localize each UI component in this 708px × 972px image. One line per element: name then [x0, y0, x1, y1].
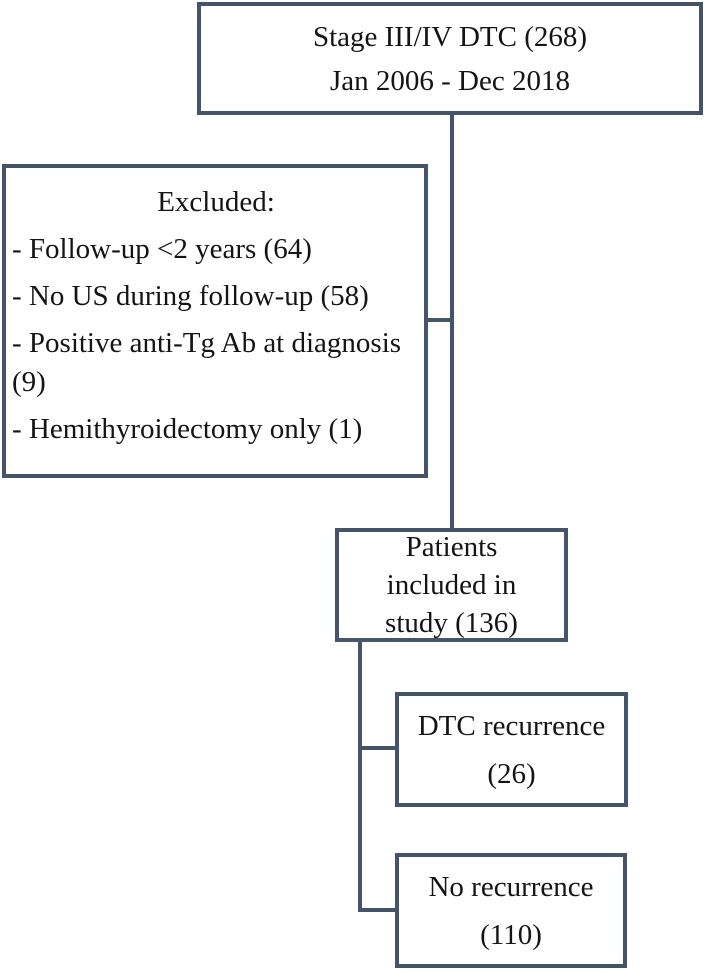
- recurrence-box: DTC recurrence (26): [395, 692, 628, 807]
- no-recurrence-box: No recurrence (110): [395, 853, 627, 968]
- excluded-box-heading: Excluded:: [157, 186, 275, 218]
- excluded-item: - Follow-up <2 years (64): [12, 233, 312, 265]
- connector-included-to-branches: [358, 640, 362, 912]
- included-box: Patients included in study (136): [335, 528, 568, 642]
- excluded-item: - No US during follow-up (58): [12, 280, 369, 312]
- included-box-line-1: Patients: [405, 531, 498, 563]
- included-box-line-3: study (136): [385, 607, 518, 639]
- no-recurrence-box-line-2: (110): [480, 918, 542, 951]
- excluded-item: - Hemithyroidectomy only (1): [12, 413, 363, 445]
- excluded-box: Excluded: - Follow-up <2 years (64) - No…: [2, 164, 428, 478]
- recurrence-box-line-2: (26): [487, 757, 536, 790]
- recurrence-box-line-1: DTC recurrence: [417, 709, 606, 742]
- stage-box: Stage III/IV DTC (268) Jan 2006 - Dec 20…: [197, 2, 703, 115]
- connector-excluded-branch: [424, 318, 452, 322]
- connector-branch-recurrence: [360, 746, 397, 750]
- stage-box-line-2: Jan 2006 - Dec 2018: [329, 64, 570, 97]
- connector-branch-no-recurrence: [360, 908, 397, 912]
- stage-box-line-1: Stage III/IV DTC (268): [312, 20, 588, 53]
- connector-stage-to-included: [450, 113, 454, 530]
- excluded-item: - Positive anti-Tg Ab at diagnosis (9): [12, 327, 402, 398]
- included-box-line-2: included in: [386, 569, 517, 601]
- no-recurrence-box-line-1: No recurrence: [428, 870, 594, 903]
